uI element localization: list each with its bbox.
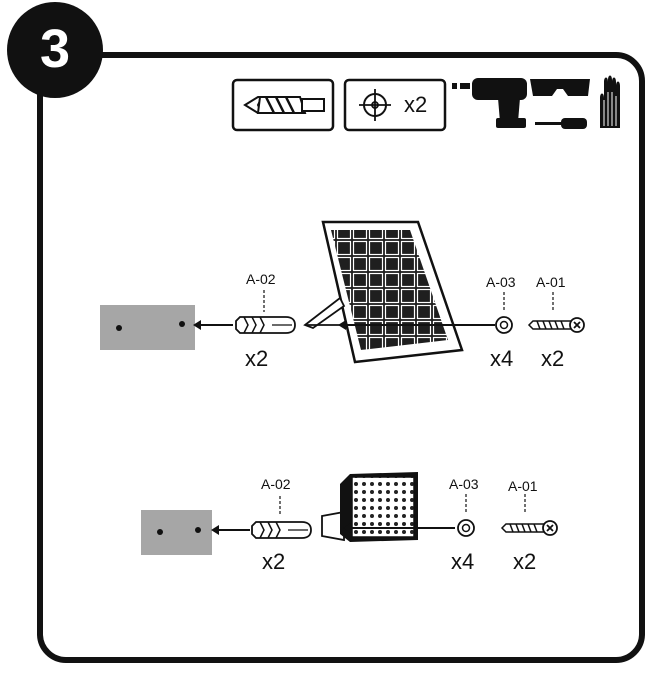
anchor-part-label: A-02 [246, 271, 276, 287]
anchor-part-label: A-02 [261, 476, 291, 492]
anchor-quantity: x2 [262, 549, 286, 574]
washer-icon [495, 316, 513, 334]
screw-part-label: A-01 [508, 478, 538, 494]
washer-icon [457, 519, 475, 537]
wall-anchor-icon [251, 521, 312, 539]
arrow-to-wall [211, 525, 250, 535]
work-glove-icon [600, 75, 620, 128]
flood-light-icon [321, 472, 418, 542]
arrow-to-bracket [338, 320, 495, 330]
wall-hole [116, 325, 122, 331]
washer-quantity: x4 [451, 549, 475, 574]
screw-icon [527, 317, 585, 333]
screw-quantity: x2 [541, 346, 565, 371]
safety-glasses-icon [530, 79, 590, 96]
screwdriver-icon [535, 118, 587, 129]
arrow-to-bracket [343, 523, 455, 533]
wall-hole [157, 529, 163, 535]
wall-hole [179, 321, 185, 327]
wall-section [100, 305, 195, 350]
step-badge [7, 2, 103, 98]
wall-section [141, 510, 212, 555]
wall-anchor-icon [235, 316, 296, 334]
washer-part-label: A-03 [449, 476, 479, 492]
screw-icon [500, 520, 558, 536]
solar-panel-icon [303, 220, 464, 364]
screw-part-label: A-01 [536, 274, 566, 290]
power-drill-icon [452, 78, 527, 128]
crosshair-target-icon [343, 78, 447, 132]
washer-part-label: A-03 [486, 274, 516, 290]
step-number: 3 [39, 19, 71, 79]
drill-bit-icon [231, 78, 335, 132]
step-frame [37, 52, 645, 663]
screw-quantity: x2 [513, 549, 537, 574]
washer-quantity: x4 [490, 346, 514, 371]
anchor-quantity: x2 [245, 346, 269, 371]
arrow-to-wall [193, 320, 233, 330]
wall-hole [195, 527, 201, 533]
mark-quantity: x2 [404, 92, 428, 117]
